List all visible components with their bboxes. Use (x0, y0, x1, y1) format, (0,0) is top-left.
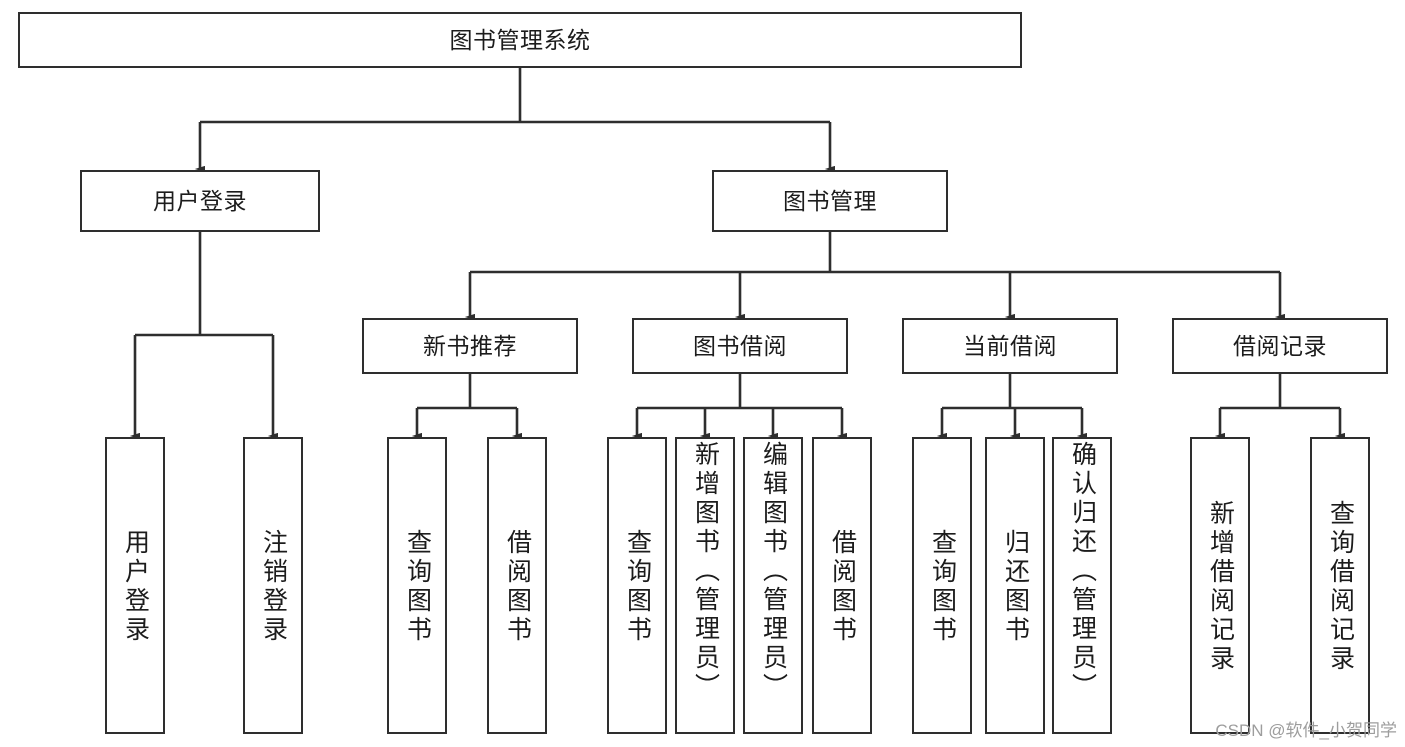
node-leaf-bb-edit[interactable]: 编辑图书（管理员） (743, 437, 803, 734)
node-label: 借阅图书 (828, 528, 857, 645)
node-label: 查询图书 (403, 528, 432, 645)
node-leaf-bb-add[interactable]: 新增图书（管理员） (675, 437, 735, 734)
node-book-borrow[interactable]: 图书借阅 (632, 318, 848, 374)
node-label: 图书借阅 (693, 332, 787, 359)
node-label: 用户登录 (153, 187, 247, 214)
node-leaf-rec-borrow[interactable]: 借阅图书 (487, 437, 547, 734)
node-leaf-logout[interactable]: 注销登录 (243, 437, 303, 734)
node-label: 借阅记录 (1233, 332, 1327, 359)
node-label: 用户登录 (121, 528, 150, 645)
node-label: 新增图书（管理员） (691, 441, 720, 702)
node-new-book-rec[interactable]: 新书推荐 (362, 318, 578, 374)
node-label: 借阅图书 (503, 528, 532, 645)
node-label: 图书管理系统 (449, 26, 591, 53)
node-leaf-bb-query[interactable]: 查询图书 (607, 437, 667, 734)
node-label: 新增借阅记录 (1206, 499, 1235, 674)
node-current-borrow[interactable]: 当前借阅 (902, 318, 1118, 374)
node-leaf-cb-query[interactable]: 查询图书 (912, 437, 972, 734)
node-leaf-cb-return[interactable]: 归还图书 (985, 437, 1045, 734)
node-borrow-record[interactable]: 借阅记录 (1172, 318, 1388, 374)
connector-lines (129, 68, 1346, 440)
node-label: 注销登录 (259, 528, 288, 645)
node-root[interactable]: 图书管理系统 (18, 12, 1022, 68)
node-label: 归还图书 (1001, 528, 1030, 645)
node-leaf-user-login[interactable]: 用户登录 (105, 437, 165, 734)
node-label: 编辑图书（管理员） (759, 441, 788, 702)
node-label: 查询图书 (623, 528, 652, 645)
node-label: 确认归还（管理员） (1068, 441, 1097, 702)
node-leaf-br-add[interactable]: 新增借阅记录 (1190, 437, 1250, 734)
node-user-login[interactable]: 用户登录 (80, 170, 320, 232)
node-label: 当前借阅 (963, 332, 1057, 359)
node-label: 查询图书 (928, 528, 957, 645)
node-label: 图书管理 (783, 187, 877, 214)
node-leaf-cb-confirm[interactable]: 确认归还（管理员） (1052, 437, 1112, 734)
watermark: CSDN @软件_小贺同学 (1215, 721, 1397, 740)
node-label: 查询借阅记录 (1326, 499, 1355, 674)
node-label: 新书推荐 (423, 332, 517, 359)
node-leaf-rec-query[interactable]: 查询图书 (387, 437, 447, 734)
node-leaf-br-query[interactable]: 查询借阅记录 (1310, 437, 1370, 734)
node-leaf-bb-borrow[interactable]: 借阅图书 (812, 437, 872, 734)
node-book-manage[interactable]: 图书管理 (712, 170, 948, 232)
